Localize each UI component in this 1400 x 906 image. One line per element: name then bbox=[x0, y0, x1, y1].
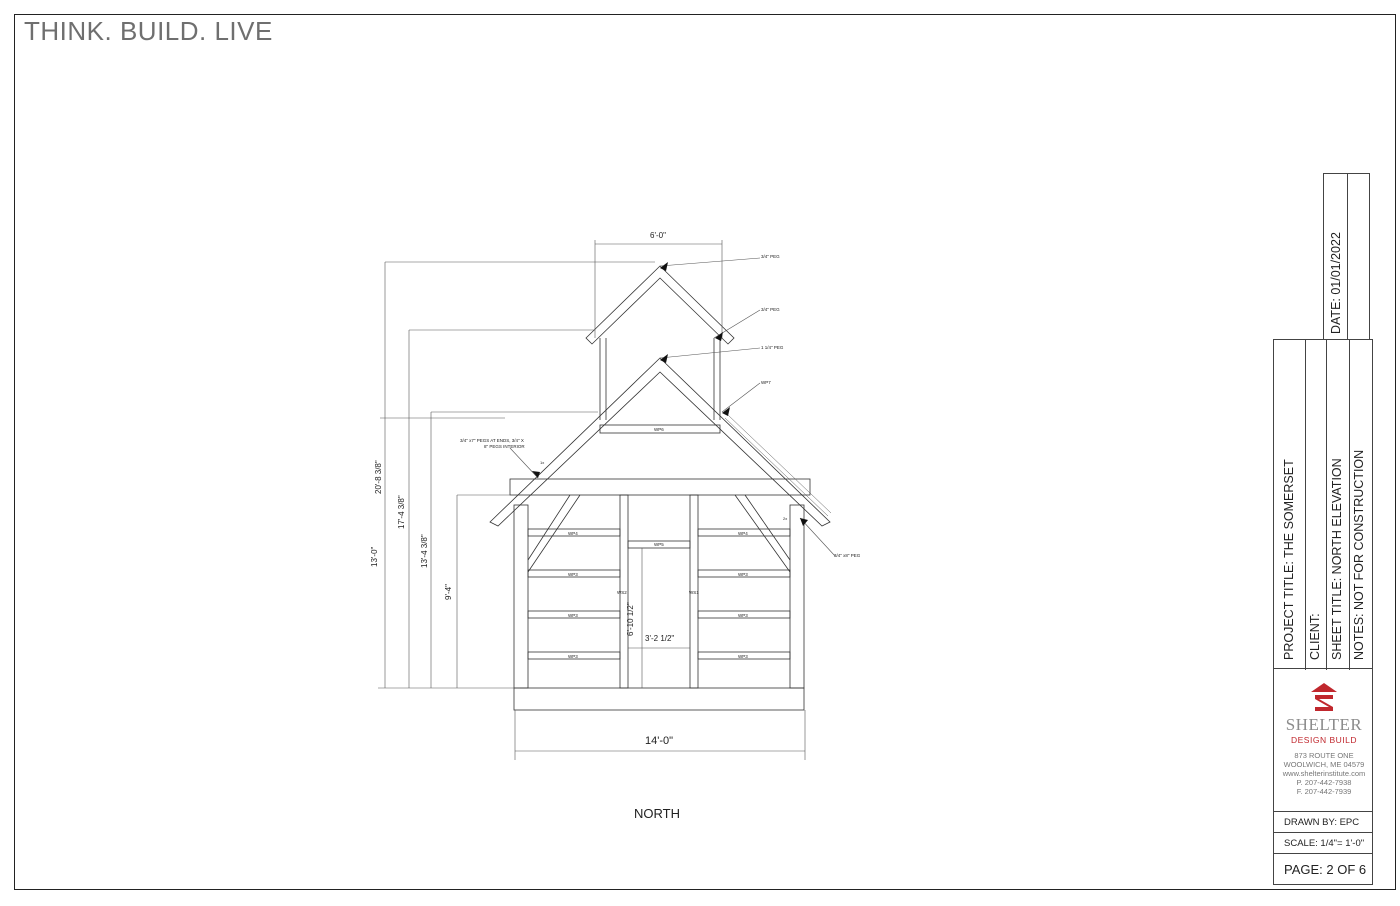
tie-beam bbox=[509, 478, 811, 496]
member-wp5: WP5 bbox=[654, 542, 664, 547]
company-logo-box: SHELTER DESIGN BUILD 873 ROUTE ONE WOOLW… bbox=[1273, 668, 1373, 812]
sheet-border bbox=[14, 14, 1396, 890]
girt-wp4-left bbox=[527, 528, 621, 537]
member-wp3-right-2: WP3 bbox=[738, 613, 748, 618]
callout-pegs-note-1: 3/4" x7" PEGS AT ENDS, 3/4" X bbox=[460, 438, 524, 443]
member-wp3-left-2: WP3 bbox=[568, 613, 578, 618]
member-wp3-left-3: WP3 bbox=[568, 654, 578, 659]
view-label: NORTH bbox=[634, 806, 680, 821]
date-box-spare bbox=[1347, 173, 1370, 340]
callout-peg-34x8: 3/4" x8" PEG bbox=[834, 553, 861, 558]
scale-box: SCALE: 1/4"= 1'-0" bbox=[1273, 832, 1373, 854]
sill bbox=[513, 687, 805, 711]
tagline: THINK. BUILD. LIVE bbox=[24, 16, 273, 46]
client-label: CLIENT: bbox=[1308, 613, 1322, 660]
website: www.shelterinstitute.com bbox=[1282, 769, 1366, 778]
member-wp6: WP6 bbox=[654, 427, 664, 432]
member-wp3-right-1: WP3 bbox=[738, 572, 748, 577]
callout-small-note-2: 1x bbox=[540, 460, 545, 465]
girt-wp3-left-3 bbox=[527, 651, 621, 660]
notes: NOTES: NOT FOR CONSTRUCTION bbox=[1352, 449, 1366, 660]
page-number: PAGE: 2 OF 6 bbox=[1284, 862, 1367, 877]
member-wp3-left-1: WP3 bbox=[568, 572, 578, 577]
logo-name: SHELTER bbox=[1285, 715, 1363, 734]
fax: F. 207-442-7939 bbox=[1296, 787, 1352, 796]
project-info-box: PROJECT TITLE: THE SOMERSET CLIENT: SHEE… bbox=[1273, 339, 1373, 670]
girt-wp3-right-1 bbox=[697, 569, 791, 578]
dim-overall-width: 14'-0" bbox=[645, 735, 674, 747]
dim-top-width: 6'-0" bbox=[650, 231, 666, 240]
dim-door-width: 3'-2 1/2" bbox=[645, 634, 675, 643]
callout-small-note: 2x bbox=[783, 516, 788, 521]
girt-wp3-left-2 bbox=[527, 610, 621, 619]
member-ws2: WS2 bbox=[617, 590, 627, 595]
drawn-by: DRAWN BY: EPC bbox=[1284, 817, 1360, 828]
girt-wp3-right-2 bbox=[697, 610, 791, 619]
address-line-1: 873 ROUTE ONE bbox=[1294, 751, 1354, 760]
dim-h3: 13'-4 3/8" bbox=[420, 534, 429, 568]
callout-wp7: WP7 bbox=[761, 380, 771, 385]
callout-peg-114: 1 1/4" PEG bbox=[761, 345, 784, 350]
dim-h1: 20'-8 3/8" bbox=[374, 460, 383, 494]
girt-wp3-right-3 bbox=[697, 651, 791, 660]
logo-sub: DESIGN BUILD bbox=[1291, 735, 1357, 745]
member-wp3-right-3: WP3 bbox=[738, 654, 748, 659]
date-text: DATE: 01/01/2022 bbox=[1329, 232, 1343, 334]
collar-beam-wp6 bbox=[599, 424, 721, 434]
sheet-title: SHEET TITLE: NORTH ELEVATION bbox=[1330, 458, 1344, 660]
address-line-2: WOOLWICH, ME 04579 bbox=[1283, 760, 1365, 769]
member-ws1: WS1 bbox=[689, 590, 699, 595]
dim-h2: 17'-4 3/8" bbox=[397, 495, 406, 529]
dim-h5: 9'-4" bbox=[444, 584, 453, 600]
girt-wp4-right bbox=[697, 528, 791, 537]
drawn-by-box: DRAWN BY: EPC bbox=[1273, 811, 1373, 833]
callout-peg-top: 3/4" PEG bbox=[761, 254, 780, 259]
project-title: PROJECT TITLE: THE SOMERSET bbox=[1282, 459, 1296, 660]
date-box: DATE: 01/01/2022 bbox=[1323, 173, 1348, 340]
girt-wp3-left-1 bbox=[527, 569, 621, 578]
scale: SCALE: 1/4"= 1'-0" bbox=[1284, 838, 1365, 849]
dim-door-height: 6'-10 1/2" bbox=[626, 602, 635, 636]
callout-peg-mid: 3/4" PEG bbox=[761, 307, 780, 312]
dim-h4: 13'-0" bbox=[370, 546, 379, 567]
door-header-wp5 bbox=[627, 540, 691, 549]
phone: P. 207-442-7938 bbox=[1296, 778, 1352, 787]
callout-pegs-note-2: 8" PEGS INTERIOR bbox=[484, 444, 525, 449]
member-wp4-right: WP4 bbox=[738, 531, 748, 536]
page-box: PAGE: 2 OF 6 bbox=[1273, 853, 1373, 885]
shelter-logo-icon bbox=[1311, 683, 1337, 711]
member-wp4-left: WP4 bbox=[568, 531, 578, 536]
